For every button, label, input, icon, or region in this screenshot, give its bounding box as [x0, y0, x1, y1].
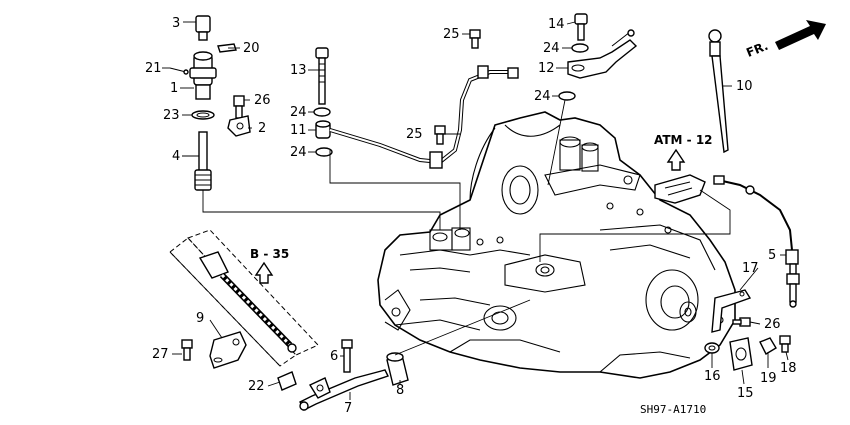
- lever-bracket: [181, 331, 247, 369]
- callout-8: 8: [396, 383, 404, 398]
- callout-25-a: 25: [443, 27, 460, 42]
- transmission-case: [377, 111, 736, 379]
- callout-17: 17: [742, 261, 759, 276]
- callout-11: 11: [290, 123, 307, 138]
- callout-4: 4: [172, 149, 180, 164]
- dipstick: [708, 29, 729, 154]
- atm-reference-label: ATM - 12: [654, 133, 713, 147]
- cable-bracket-right: [711, 289, 752, 333]
- callout-20: 20: [243, 41, 260, 56]
- callout-16: 16: [704, 369, 721, 384]
- callout-5: 5: [768, 248, 776, 263]
- atm-reference: [539, 148, 731, 262]
- speedometer-gear-assembly: [169, 15, 441, 230]
- callout-6: 6: [330, 349, 338, 364]
- callout-18: 18: [780, 361, 797, 376]
- callout-22: 22: [248, 379, 265, 394]
- callout-23: 23: [163, 108, 180, 123]
- front-direction-arrow: [775, 20, 826, 50]
- speed-sensor-bracket: [227, 95, 251, 137]
- callout-2: 2: [258, 121, 266, 136]
- callout-14: 14: [548, 17, 565, 32]
- front-direction-label: FR.: [744, 39, 770, 60]
- callout-3: 3: [172, 16, 180, 31]
- callout-24-a: 24: [290, 105, 307, 120]
- callout-15: 15: [737, 386, 754, 401]
- callout-21: 21: [145, 61, 162, 76]
- callout-10: 10: [736, 79, 753, 94]
- callout-19: 19: [760, 371, 777, 386]
- callout-13: 13: [290, 63, 307, 78]
- callout-9: 9: [196, 311, 204, 326]
- callout-12: 12: [538, 61, 555, 76]
- shift-cable: [713, 175, 800, 308]
- callout-1: 1: [170, 81, 178, 96]
- shift-cable-bracket: [547, 13, 638, 186]
- callout-numbers: 3 20 21 1 26 23 2 4 13 24 11 24 25 25 14…: [145, 16, 797, 416]
- callout-24-b: 24: [290, 145, 307, 160]
- mount-hardware: [704, 335, 791, 371]
- callout-26-top: 26: [254, 93, 271, 108]
- shift-rod-assembly: [277, 299, 531, 411]
- callout-24-d: 24: [534, 89, 551, 104]
- diagram-code: SH97-A1710: [640, 403, 706, 416]
- callout-24-c: 24: [543, 41, 560, 56]
- body-reference-label: B - 35: [250, 247, 289, 261]
- callout-27: 27: [152, 347, 169, 362]
- callout-25-b: 25: [406, 127, 423, 142]
- callout-26-right: 26: [764, 317, 781, 332]
- cooler-pipe-assembly: [313, 29, 519, 230]
- callout-7: 7: [344, 401, 352, 416]
- shift-lever-reference-box: [169, 229, 319, 367]
- leader-lines: [162, 21, 789, 400]
